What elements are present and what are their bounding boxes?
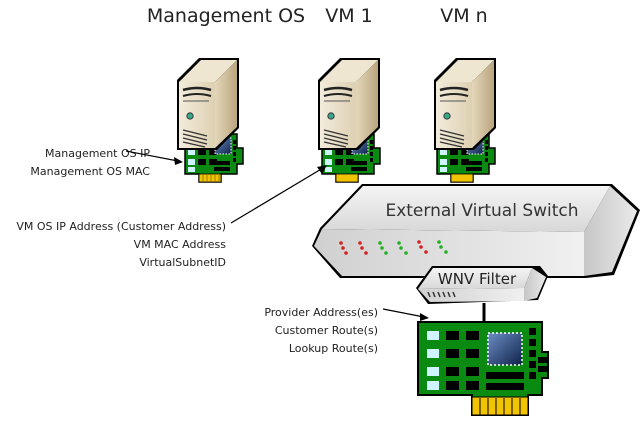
callout-lookup-routes: Lookup Route(s): [289, 342, 378, 355]
callout-virtual-subnet-id: VirtualSubnetID: [139, 256, 226, 269]
callout-management-os-ip: Management OS IP: [45, 147, 150, 160]
arrow-provider: [382, 308, 429, 321]
wnv-filter-label: WNV Filter: [438, 270, 517, 288]
physical-nic: [417, 321, 549, 416]
host-title-vm-1: VM 1: [325, 5, 373, 27]
server-vm-n: [432, 56, 498, 152]
nic-chip: [487, 332, 523, 366]
switch-label: External Virtual Switch: [385, 201, 578, 221]
switch-leds: [339, 240, 448, 255]
server-management-os: [175, 56, 241, 152]
callout-management-os-mac: Management OS MAC: [30, 165, 150, 178]
callout-customer-routes: Customer Route(s): [275, 324, 378, 337]
wnv-filter: WNV Filter: [416, 266, 548, 304]
callout-vm-os-ip: VM OS IP Address (Customer Address): [16, 220, 226, 233]
arrow-vm: [230, 165, 327, 224]
server-vm-1: [316, 56, 382, 152]
host-title-vm-n: VM n: [440, 5, 487, 27]
arrow-management-os: [125, 150, 183, 165]
host-title-management-os: Management OS: [147, 5, 305, 27]
callout-provider-addresses: Provider Address(es): [264, 306, 378, 319]
callout-vm-mac: VM MAC Address: [134, 238, 227, 251]
external-virtual-switch: External Virtual Switch: [312, 184, 640, 278]
